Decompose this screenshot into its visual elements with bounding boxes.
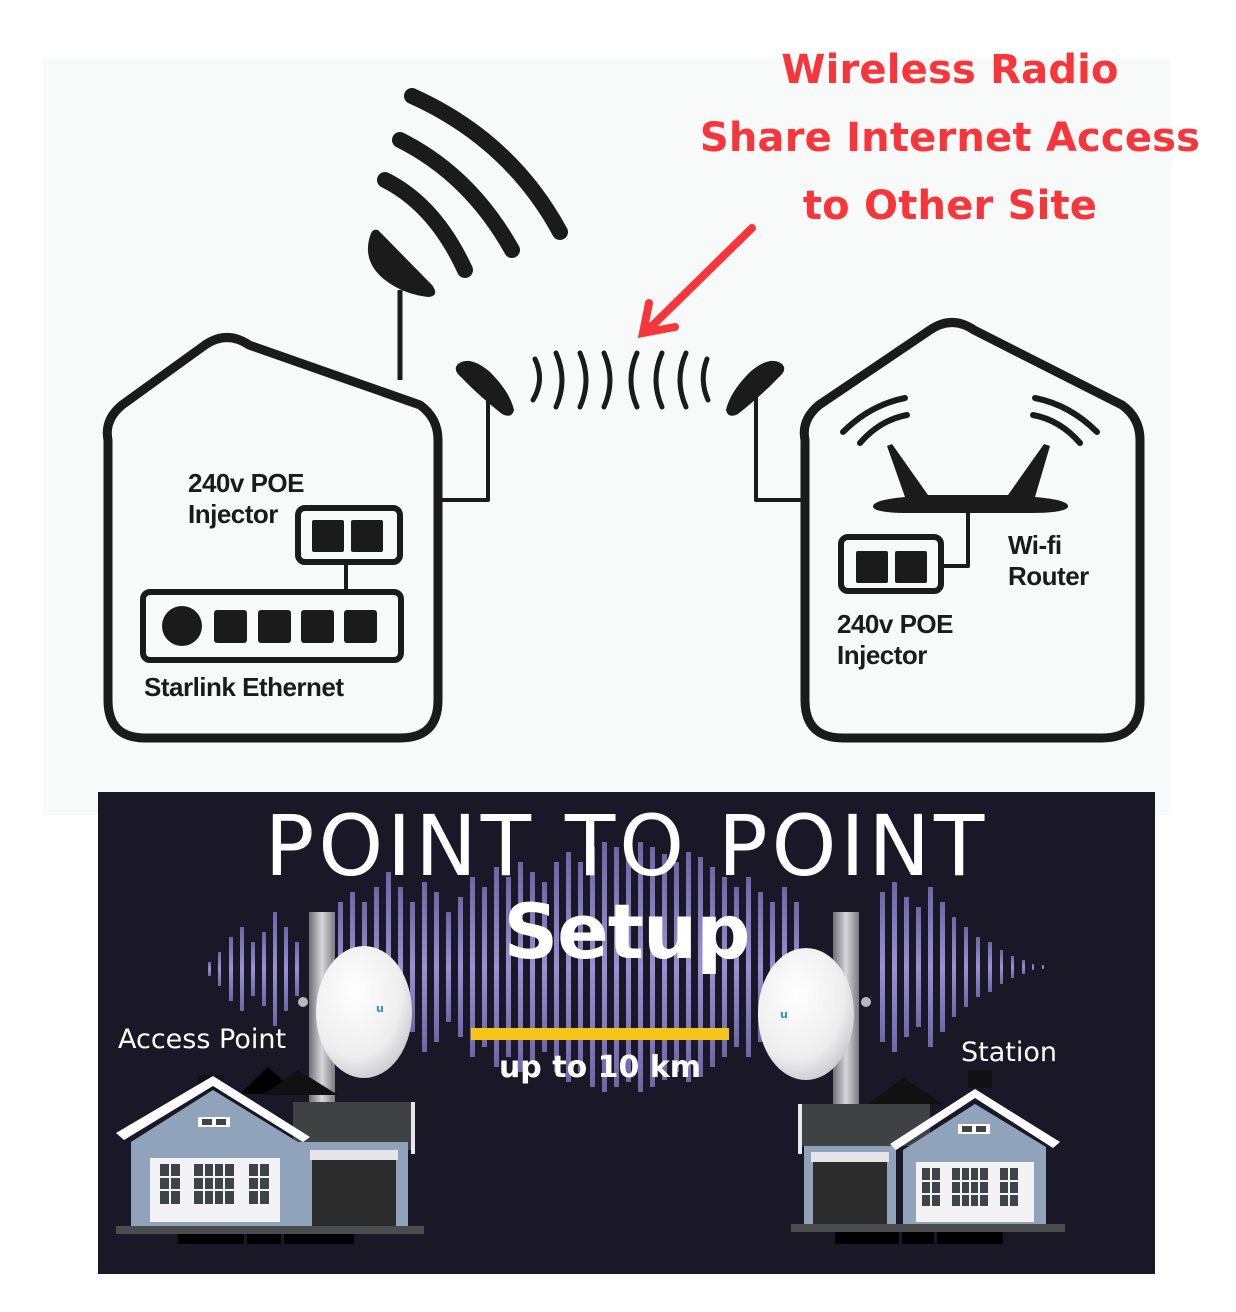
- wifi-router-label: Wi-fi Router: [1008, 530, 1089, 592]
- radio-dish-icon-left: [455, 360, 514, 416]
- banner-artwork: u u: [116, 842, 1065, 1244]
- antenna-dish-icon-left: u: [298, 946, 412, 1078]
- callout-line-3: to Other Site: [802, 183, 1098, 229]
- callout-line-2: Share Internet Access: [699, 115, 1201, 161]
- ubiquiti-logo-icon: u: [376, 1002, 384, 1015]
- callout-text: Wireless Radio Share Internet Access to …: [680, 36, 1220, 240]
- site-a-poe-label: 240v POE Injector: [188, 468, 304, 530]
- site-b-poe-label: 240v POE Injector: [837, 609, 953, 671]
- radio-dish-icon-right: [726, 360, 785, 416]
- antenna-dish-icon-right: u: [758, 948, 871, 1080]
- house-icon-right: [791, 1070, 1065, 1244]
- wifi-router-label-line2: Router: [1008, 561, 1089, 591]
- site-b-poe-label-line2: Injector: [837, 640, 927, 670]
- site-a-poe-label-line2: Injector: [188, 499, 278, 529]
- banner-title: POINT TO POINT: [264, 797, 989, 895]
- left-house-outline-icon: [102, 333, 443, 743]
- site-b-poe-label-line1: 240v POE: [837, 609, 953, 639]
- diagram-panel: [43, 58, 1171, 815]
- range-text: up to 10 km: [498, 1050, 702, 1085]
- banner-subtitle: Setup: [503, 887, 750, 976]
- starlink-dish-icon: [367, 229, 436, 297]
- access-point-label: Access Point: [118, 1024, 287, 1055]
- wifi-router-label-line1: Wi-fi: [1008, 530, 1062, 560]
- house-icon-left: [116, 1067, 424, 1244]
- callout-line-1: Wireless Radio: [781, 47, 1119, 93]
- site-a-poe-label-line1: 240v POE: [188, 468, 304, 498]
- station-label: Station: [961, 1037, 1057, 1068]
- red-arrow-icon: [637, 224, 756, 339]
- network-diagram: [102, 88, 1145, 743]
- wifi-router-icon: [872, 444, 1069, 513]
- starlink-ethernet-label: Starlink Ethernet: [144, 672, 344, 702]
- range-bar: [471, 1028, 729, 1040]
- ptp-banner: u u: [98, 792, 1155, 1274]
- right-house-outline-icon: [799, 318, 1145, 743]
- svg-text:u: u: [780, 1008, 788, 1021]
